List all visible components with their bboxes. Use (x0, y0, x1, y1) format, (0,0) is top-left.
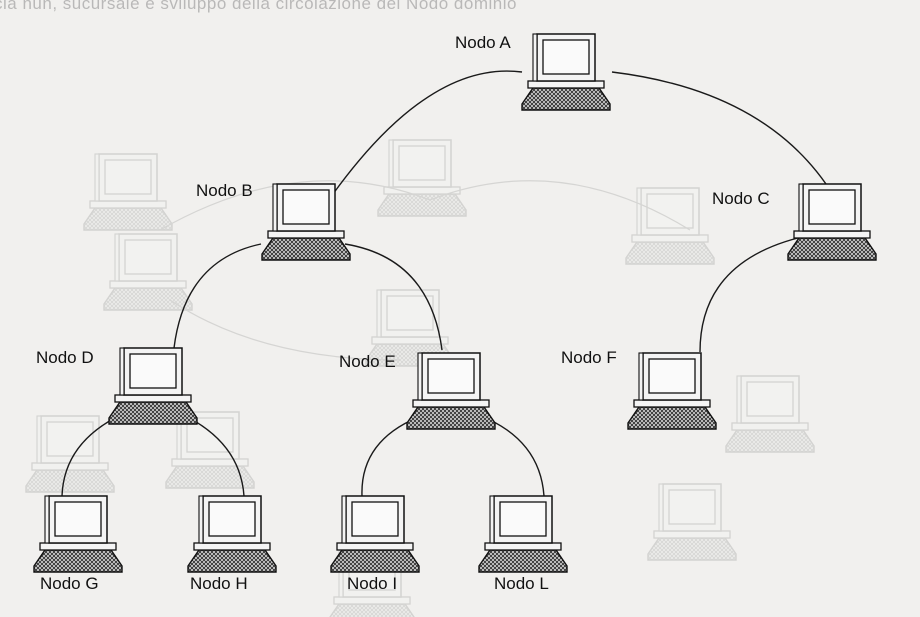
node-label: Nodo D (36, 348, 94, 367)
node-label: Nodo B (196, 181, 253, 200)
computer-icon (627, 352, 717, 430)
nodes-layer: Nodo A Nodo B Nodo C Nodo D Nodo E Nodo F Nodo… (33, 33, 877, 593)
node-label: Nodo E (339, 352, 396, 371)
node-h: Nodo H (187, 495, 277, 593)
node-label: Nodo F (561, 348, 617, 367)
node-d: Nodo D (36, 347, 198, 425)
computer-icon (108, 347, 198, 425)
computer-icon (33, 495, 123, 573)
computer-icon (261, 183, 351, 261)
node-g: Nodo G (33, 495, 123, 593)
page-header-fragment: cia nun, sucursale e sviluppo della circ… (0, 0, 517, 13)
node-i: Nodo I (330, 495, 420, 593)
computer-icon (521, 33, 611, 111)
node-l: Nodo L (478, 495, 568, 593)
background-show-through (25, 139, 815, 617)
node-label: Nodo G (40, 574, 99, 593)
node-label: Nodo I (347, 574, 397, 593)
node-label: Nodo L (494, 574, 549, 593)
node-a: Nodo A (455, 33, 611, 111)
computer-icon (787, 183, 877, 261)
node-f: Nodo F (561, 348, 717, 430)
node-b: Nodo B (196, 181, 351, 261)
edge-a-c (611, 71, 827, 185)
node-c: Nodo C (712, 183, 877, 261)
node-label: Nodo H (190, 574, 248, 593)
edge-b-d (173, 243, 262, 349)
computer-icon (406, 352, 496, 430)
edge-c-f (699, 235, 807, 353)
node-label: Nodo C (712, 189, 770, 208)
edge-b-e (344, 243, 443, 351)
computer-icon (478, 495, 568, 573)
computer-icon (187, 495, 277, 573)
edge-a-b (332, 70, 523, 195)
computer-icon (330, 495, 420, 573)
node-label: Nodo A (455, 33, 511, 52)
node-e: Nodo E (339, 352, 496, 430)
